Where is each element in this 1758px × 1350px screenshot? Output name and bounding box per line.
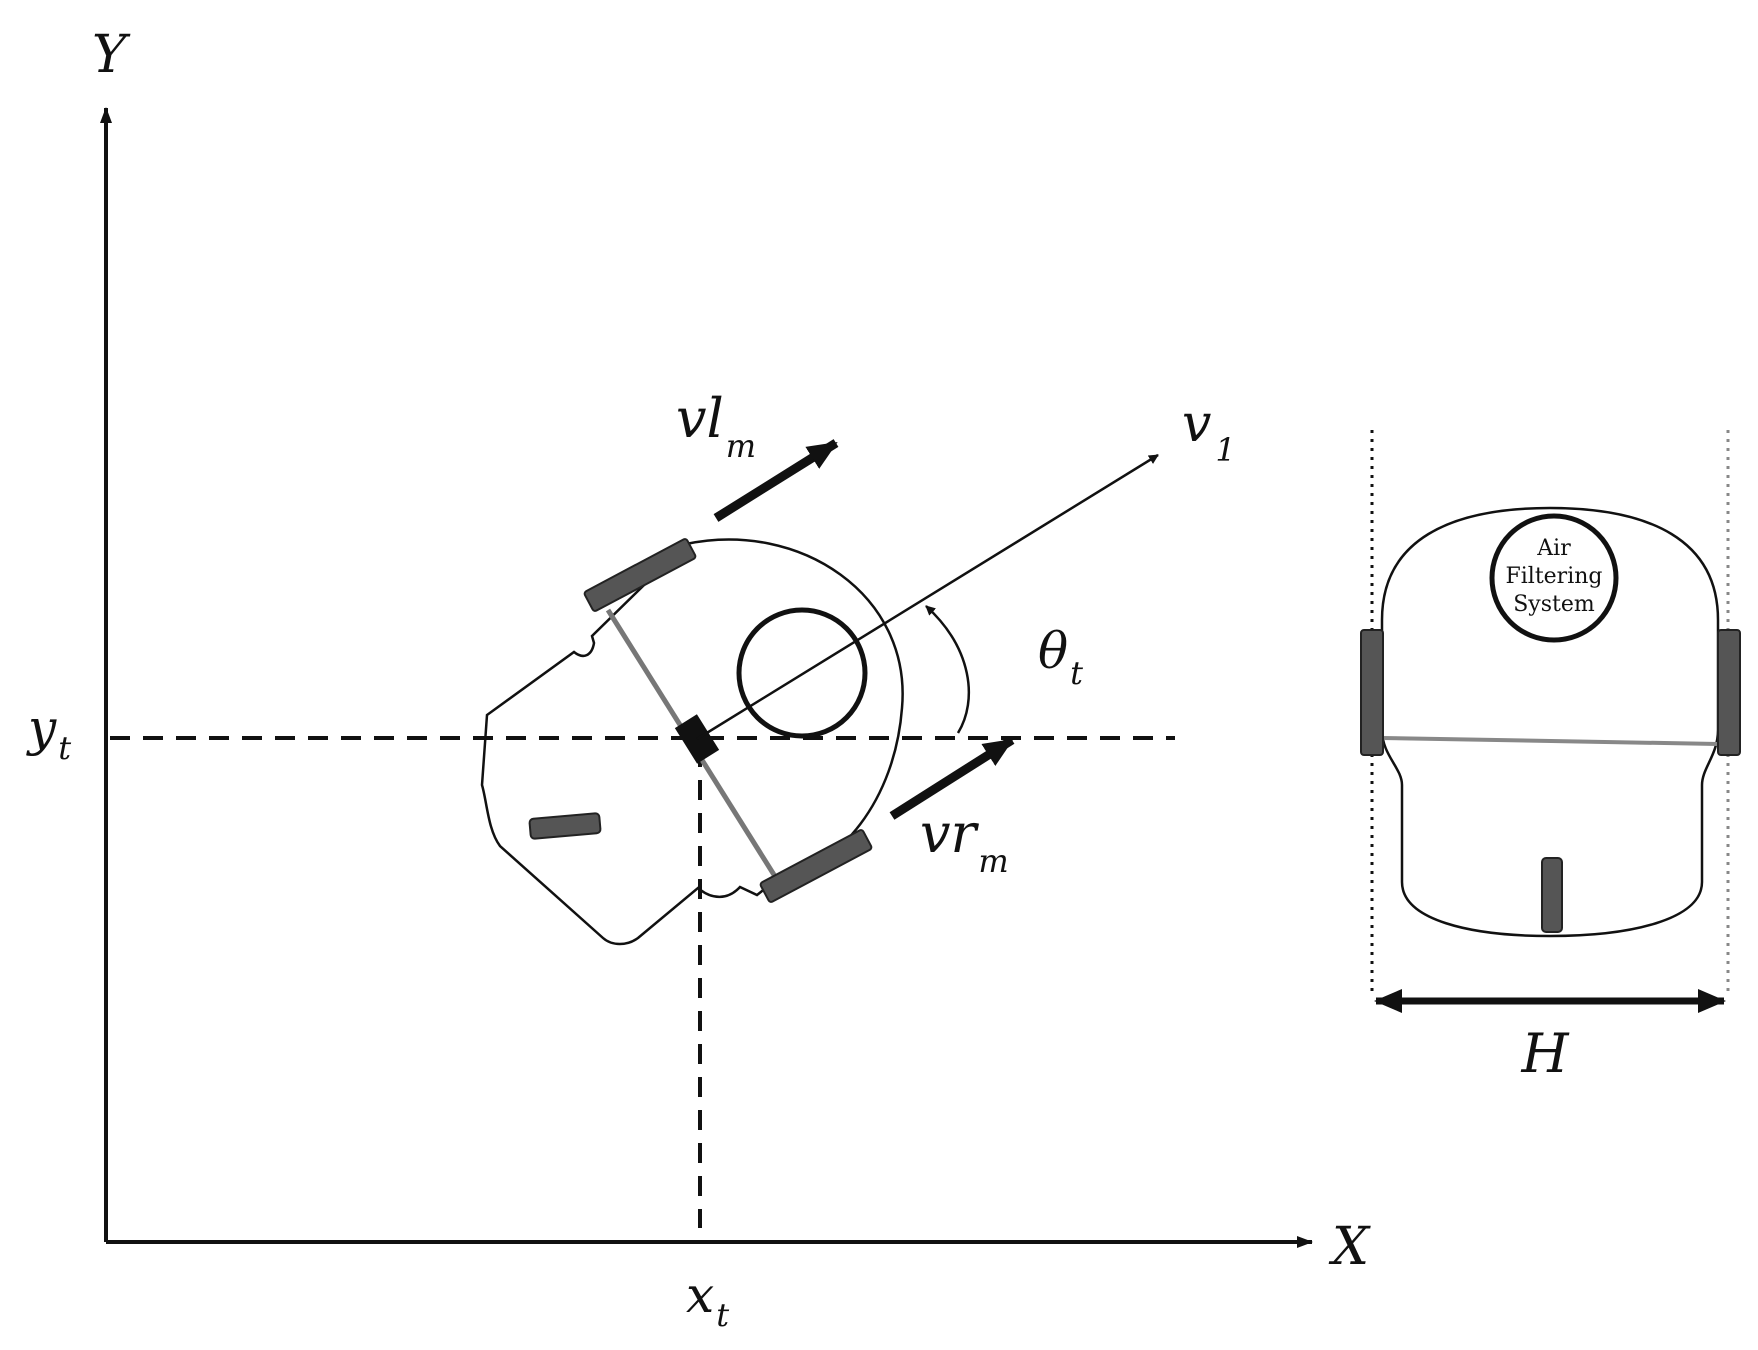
air-filter-circle	[736, 607, 868, 739]
topview-right-wheel	[1717, 629, 1741, 756]
topview-body-outline	[1380, 506, 1720, 938]
v1-heading-vector	[696, 453, 1159, 741]
topview-axle	[1381, 736, 1719, 746]
vr-label: vrm	[920, 802, 1009, 880]
air-filter-label-line1: Air	[1536, 536, 1571, 561]
robot-body-outline	[480, 538, 904, 946]
y-axis-label: Y	[92, 25, 131, 85]
air-filter-label-line2: Filtering	[1505, 564, 1602, 589]
width-label: H	[1520, 1022, 1569, 1085]
theta-arc	[925, 605, 970, 734]
yt-label: yt	[26, 699, 71, 767]
topview-left-wheel	[1360, 629, 1384, 756]
air-filter-label-line3: System	[1513, 592, 1595, 617]
robot-rotated	[480, 538, 904, 946]
topview-air-filter-circle	[1489, 513, 1619, 643]
robot-topview: Air Filtering System H	[1360, 430, 1741, 1085]
x-axis-label: X	[1328, 1217, 1371, 1277]
topview-caster-wheel	[1541, 857, 1563, 933]
caster-wheel	[528, 812, 602, 840]
xt-label: xt	[686, 1266, 729, 1334]
right-wheel	[759, 829, 873, 903]
theta-label: θt	[1038, 622, 1083, 692]
vr-arrow	[889, 736, 1015, 820]
vl-arrow	[713, 439, 839, 522]
vl-label: vlm	[676, 387, 756, 465]
left-wheel	[583, 538, 697, 612]
